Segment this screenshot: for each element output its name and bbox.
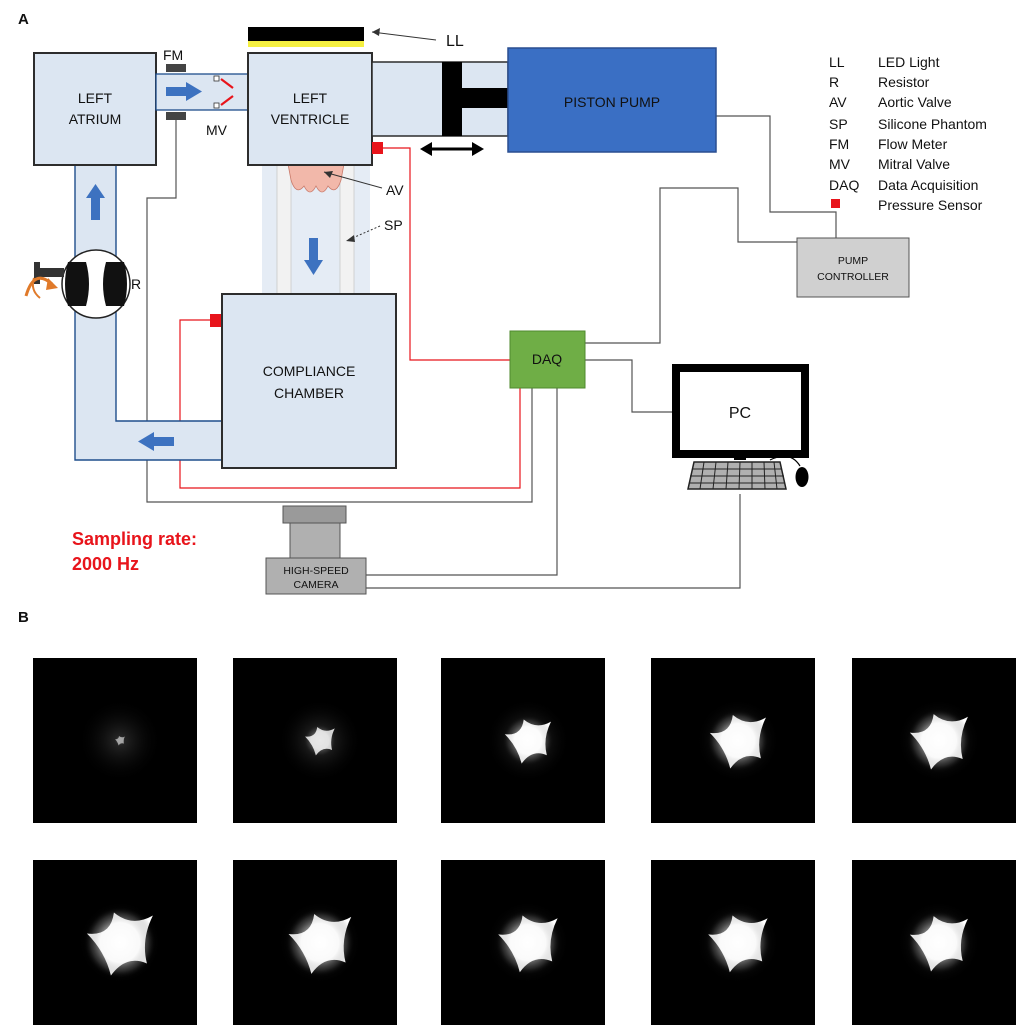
legend-desc-6: Data Acquisition xyxy=(878,177,978,193)
compliance-chamber-label-2: CHAMBER xyxy=(274,385,344,401)
legend-abbr-3: SP xyxy=(829,116,848,132)
compliance-chamber xyxy=(221,293,397,469)
pump-controller-cable xyxy=(716,115,837,238)
silicone-phantom xyxy=(262,163,370,295)
valve-frame-4 xyxy=(651,658,815,823)
pump-controller-label-2: CONTROLLER xyxy=(817,271,889,283)
legend-desc-2: Aortic Valve xyxy=(878,94,952,110)
valve-frame-9 xyxy=(651,860,815,1025)
signal-wires xyxy=(146,115,837,589)
valve-frame-7 xyxy=(233,860,397,1025)
cc-pressure-wire xyxy=(179,319,521,489)
legend-abbr-0: LL xyxy=(829,54,845,70)
pc-label: PC xyxy=(729,405,751,422)
left-ventricle-label-2: VENTRICLE xyxy=(271,111,350,127)
valve-frame-10 xyxy=(852,860,1016,1025)
flow-meter-bottom xyxy=(166,112,186,120)
daq-pc-cable xyxy=(585,359,676,413)
daq-controller-cable xyxy=(585,187,797,344)
left-ventricle-label-1: LEFT xyxy=(293,90,328,106)
valve-frame-8 xyxy=(441,860,605,1025)
valve-frame-3 xyxy=(441,658,605,823)
lv-pressure-wire xyxy=(383,147,510,361)
pc-monitor xyxy=(672,364,809,458)
resistor-clamp xyxy=(24,249,131,319)
legend-abbr-2: AV xyxy=(829,94,847,110)
fm-label: FM xyxy=(163,47,183,63)
left-atrium-label-2: ATRIUM xyxy=(69,111,122,127)
lv-pressure-sensor xyxy=(372,142,383,154)
legend-abbr-6: DAQ xyxy=(829,177,859,193)
mv-label: MV xyxy=(206,122,228,138)
ll-label: LL xyxy=(446,33,464,50)
valve-frames-grid xyxy=(33,658,1016,1025)
high-speed-camera xyxy=(265,505,367,595)
piston-pump-label: PISTON PUMP xyxy=(564,94,660,110)
legend-abbr-1: R xyxy=(829,74,839,90)
piston-pump xyxy=(507,47,717,153)
mitral-connection xyxy=(155,64,249,120)
legend-desc-4: Flow Meter xyxy=(878,136,948,152)
aortic-valve-shape xyxy=(287,163,345,193)
legend-desc-1: Resistor xyxy=(878,74,930,90)
mouse-icon xyxy=(795,467,809,487)
sp-label: SP xyxy=(384,217,403,233)
pc xyxy=(672,364,809,490)
panel-b-label: B xyxy=(18,609,29,626)
pc-camera-cable xyxy=(366,494,741,589)
legend-desc-0: LED Light xyxy=(878,54,940,70)
legend-abbr-5: MV xyxy=(829,156,851,172)
legend-desc-3: Silicone Phantom xyxy=(878,116,987,132)
piston-cylinder xyxy=(371,61,509,156)
panel-a-label: A xyxy=(18,11,29,28)
flow-meter-top xyxy=(166,64,186,72)
mitral-valve xyxy=(213,75,234,109)
resistor-label: R xyxy=(131,276,141,292)
left-atrium-label-1: LEFT xyxy=(78,90,113,106)
daq-label: DAQ xyxy=(532,351,562,367)
valve-frame-5 xyxy=(852,658,1016,823)
camera-label-1: HIGH-SPEED xyxy=(283,565,349,577)
valve-frame-2 xyxy=(233,658,397,823)
sampling-rate-line-2: 2000 Hz xyxy=(72,554,139,574)
legend: LL LED Light R Resistor AV Aortic Valve … xyxy=(829,54,987,213)
daq-camera-cable xyxy=(366,388,558,576)
pump-controller-label-1: PUMP xyxy=(838,255,868,267)
left-atrium xyxy=(33,52,157,166)
compliance-chamber-label-1: COMPLIANCE xyxy=(263,363,356,379)
legend-pressure-sensor-swatch xyxy=(831,199,840,208)
legend-desc-7: Pressure Sensor xyxy=(878,197,983,213)
daq-box xyxy=(509,330,586,389)
sampling-rate-line-1: Sampling rate: xyxy=(72,529,197,549)
left-ventricle xyxy=(247,52,373,166)
fm-cable xyxy=(146,116,533,503)
legend-abbr-4: FM xyxy=(829,136,849,152)
av-label: AV xyxy=(386,182,404,198)
legend-desc-5: Mitral Valve xyxy=(878,156,950,172)
pump-controller xyxy=(796,237,910,298)
cc-pressure-sensor xyxy=(210,314,221,327)
valve-frame-6 xyxy=(33,860,197,1025)
led-light xyxy=(248,27,437,47)
camera-label-2: CAMERA xyxy=(294,579,339,591)
valve-frame-1 xyxy=(33,658,197,823)
